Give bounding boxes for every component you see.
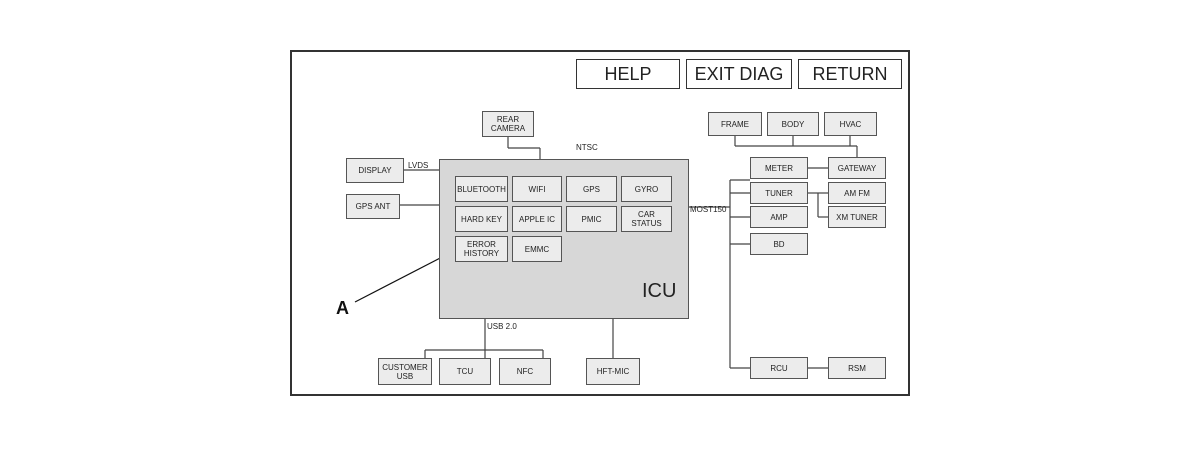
nfc-box: NFC	[499, 358, 551, 385]
lvds-label: LVDS	[408, 161, 429, 170]
return-button[interactable]: RETURN	[798, 59, 902, 89]
exit-diag-button[interactable]: EXIT DIAG	[686, 59, 792, 89]
frame-box: FRAME	[708, 112, 762, 136]
most150-label: MOST150	[690, 205, 727, 214]
rsm-box: RSM	[828, 357, 886, 379]
apple-ic-module: APPLE IC	[512, 206, 562, 232]
emmc-module: EMMC	[512, 236, 562, 262]
hvac-box: HVAC	[824, 112, 877, 136]
bd-box: BD	[750, 233, 808, 255]
usb-label: USB 2.0	[487, 322, 517, 331]
gps-ant-box: GPS ANT	[346, 194, 400, 219]
customer-usb-box: CUSTOMER USB	[378, 358, 432, 385]
error-history-module: ERROR HISTORY	[455, 236, 508, 262]
callout-a: A	[336, 298, 349, 318]
am-fm-box: AM FM	[828, 182, 886, 204]
display-box: DISPLAY	[346, 158, 404, 183]
help-button[interactable]: HELP	[576, 59, 680, 89]
pmic-module: PMIC	[566, 206, 617, 232]
wifi-module: WIFI	[512, 176, 562, 202]
rear-camera-box: REAR CAMERA	[482, 111, 534, 137]
rcu-box: RCU	[750, 357, 808, 379]
hft-mic-box: HFT-MIC	[586, 358, 640, 385]
body-box: BODY	[767, 112, 819, 136]
bluetooth-module: BLUETOOTH	[455, 176, 508, 202]
amp-box: AMP	[750, 206, 808, 228]
car-status-module: CAR STATUS	[621, 206, 672, 232]
xm-tuner-box: XM TUNER	[828, 206, 886, 228]
hard-key-module: HARD KEY	[455, 206, 508, 232]
tuner-box: TUNER	[750, 182, 808, 204]
gateway-box: GATEWAY	[828, 157, 886, 179]
icu-label: ICU	[642, 280, 677, 302]
gyro-module: GYRO	[621, 176, 672, 202]
meter-box: METER	[750, 157, 808, 179]
tcu-box: TCU	[439, 358, 491, 385]
gps-module: GPS	[566, 176, 617, 202]
ntsc-label: NTSC	[576, 143, 598, 152]
